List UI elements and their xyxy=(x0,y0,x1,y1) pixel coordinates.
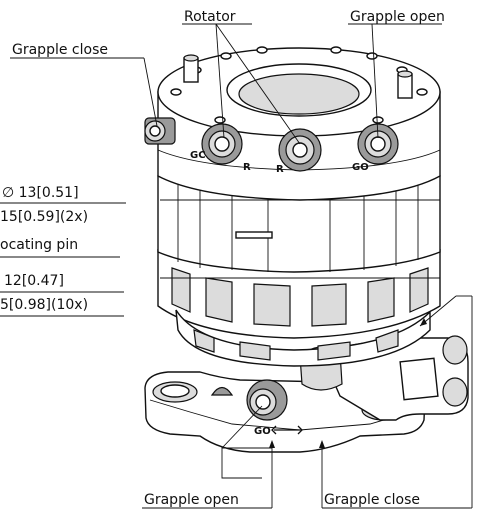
callout-lines xyxy=(10,23,473,509)
fitting-gc xyxy=(144,117,176,145)
top-cylinder xyxy=(157,46,441,201)
port-label-go-bottom: GO xyxy=(254,426,271,437)
fitting-rotator-2 xyxy=(278,128,322,172)
turret-band xyxy=(157,248,441,367)
ribbed-body xyxy=(157,175,441,273)
port-label-go: GO xyxy=(352,162,369,173)
dimension-locating-pin: ocating pin xyxy=(0,237,78,253)
label-grapple-open-bottom: Grapple open xyxy=(144,492,239,508)
label-grapple-open-top: Grapple open xyxy=(350,9,445,25)
fitting-go xyxy=(357,123,399,165)
hydraulic-fittings: GC R R GO xyxy=(144,117,399,175)
dimension-block: ∅ 13[0.51] 15[0.59](2x) ocating pin 12[0… xyxy=(0,185,126,317)
label-rotator: Rotator xyxy=(184,9,236,25)
dimension-pin-depth: 15[0.59](2x) xyxy=(0,209,88,225)
port-label-r2: R xyxy=(276,164,284,175)
label-grapple-close-left: Grapple close xyxy=(12,42,108,58)
port-label-gc: GC xyxy=(190,150,206,161)
fitting-rotator-1 xyxy=(201,123,243,165)
dimension-thread: 12[0.47] xyxy=(4,273,64,289)
port-label-r1: R xyxy=(243,162,251,173)
label-grapple-close-bottom: Grapple close xyxy=(324,492,420,508)
dimension-diameter: ∅ 13[0.51] xyxy=(2,185,79,201)
dimension-thread-depth: 5[0.98](10x) xyxy=(0,297,88,313)
